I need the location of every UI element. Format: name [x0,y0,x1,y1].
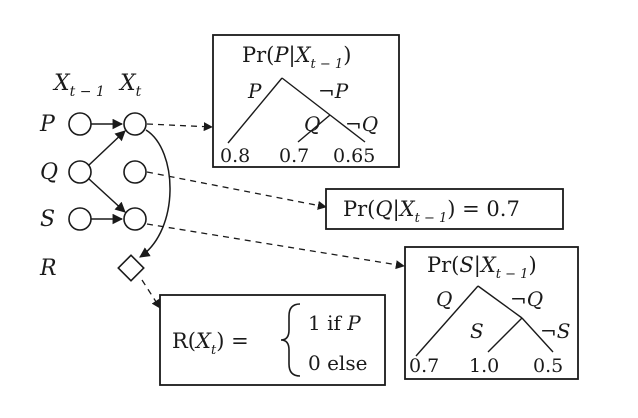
cpt-p-branch-not-q: ¬Q [345,112,378,136]
cpt-p-tree [227,77,366,144]
cpt-s-leaf-3: 0.5 [533,355,563,377]
cpt-s-branch-s: S [470,319,484,343]
cpt-p-title: Pr(P|Xt − 1) [242,43,351,72]
cpt-q-box: Pr(Q|Xt − 1) = 0.7 [325,188,564,230]
curr-slice-subscript: t [136,84,142,100]
cpt-s-frame [404,246,579,380]
cpt-p-box: Pr(P|Xt − 1) P ¬P Q ¬Q 0.8 0.7 0.65 [212,34,400,168]
node-s-prev [68,207,92,231]
cpt-s-branch-not-q: ¬Q [510,287,543,311]
dependency-arrows [88,118,171,258]
cpt-p-leaf-3: 0.65 [333,145,375,167]
cpt-p-leaf-1: 0.8 [220,145,250,167]
reward-case-1: 1 if P [308,311,361,335]
reward-lhs: R(Xt) = [172,329,249,358]
variable-label-p: P [39,112,56,137]
cpt-s-leaf-1: 0.7 [409,355,439,377]
node-s-curr [123,207,147,231]
leader-p-to-cpt [146,122,213,132]
cpt-s-branch-q: Q [436,287,452,311]
cpt-s-box: Pr(S|Xt − 1) Q ¬Q S ¬S 0.7 1.0 0.5 [404,246,579,380]
reward-function-frame [159,294,386,386]
prev-slice-subscript: t − 1 [70,84,105,100]
reward-node [117,254,145,282]
cpt-p-branch-q: Q [304,112,320,136]
arrow-q-to-p [88,130,126,166]
cpt-leaders [141,122,405,309]
cpt-s-title: Pr(S|Xt − 1) [427,253,537,282]
cpt-p-leaf-2: 0.7 [279,145,309,167]
reward-case-2: 0 else [308,351,367,375]
cpt-s-leaf-2: 1.0 [469,355,499,377]
leader-reward-to-function [141,279,161,309]
cpt-q-frame [325,188,564,230]
leader-s-to-cpt [146,223,405,270]
cpt-q-formula: Pr(Q|Xt − 1) = 0.7 [343,197,520,226]
variable-label-q: Q [40,160,58,185]
cpt-s-branch-not-s: ¬S [540,319,570,343]
cpt-s-tree [415,285,554,357]
variable-label-s: S [40,207,55,232]
node-p-curr [123,112,147,136]
cpt-p-branch-p: P [247,79,262,103]
cpt-p-frame [212,34,400,168]
arrow-p-to-reward [139,129,171,258]
curr-slice-label: Xt [118,71,142,100]
node-q-prev [68,160,92,184]
node-q-curr [123,160,147,184]
network-nodes [68,112,147,282]
variable-label-r: R [39,256,57,281]
leader-q-to-cpt [146,171,327,210]
reward-function-box: R(Xt) = 1 if P 0 else [159,294,386,386]
arrow-q-to-s [88,178,126,213]
time-slice-headers: Xt − 1 Xt [52,71,142,100]
reward-brace [280,303,301,377]
prev-slice-label: Xt − 1 [52,71,105,100]
node-p-prev [68,112,92,136]
cpt-p-branch-not-p: ¬P [318,79,349,103]
